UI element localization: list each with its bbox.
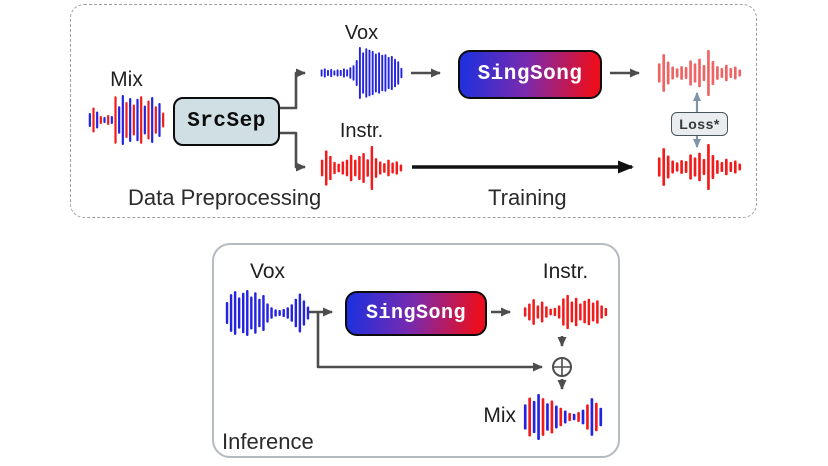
singsong-node-inference: SingSong xyxy=(345,291,487,336)
training-panel xyxy=(70,4,757,218)
instr-label-inference: Instr. xyxy=(542,260,589,283)
vox-waveform-training xyxy=(320,47,403,99)
vox-waveform-inference xyxy=(225,290,310,336)
loss-node: Loss* xyxy=(671,112,728,136)
mix-label-inference: Mix xyxy=(483,404,516,427)
circled-plus-icon xyxy=(552,357,572,377)
srcsep-to-vox-arrow xyxy=(280,68,306,110)
stage-data-preprocessing: Data Preprocessing xyxy=(128,185,322,210)
singsong-node-training: SingSong xyxy=(458,50,602,99)
srcsep-to-instr-arrow xyxy=(280,131,306,172)
inference-panel xyxy=(212,243,620,458)
vox-bypass-arrow xyxy=(316,312,543,372)
instr-label-training: Instr. xyxy=(339,120,384,142)
vox-label-training: Vox xyxy=(344,22,379,44)
stage-training: Training xyxy=(488,185,567,210)
instr-waveform-inference xyxy=(523,293,608,331)
vox-label-inference: Vox xyxy=(249,260,286,283)
mix-waveform-inference xyxy=(523,394,603,440)
generated-instr-waveform xyxy=(657,50,742,96)
instr-waveform-training xyxy=(320,146,403,190)
mix-input-label: Mix xyxy=(110,68,143,91)
mix-input-waveform xyxy=(88,95,165,145)
srcsep-node: SrcSep xyxy=(173,97,280,146)
target-instr-waveform xyxy=(657,144,742,190)
stage-inference: Inference xyxy=(222,429,314,454)
